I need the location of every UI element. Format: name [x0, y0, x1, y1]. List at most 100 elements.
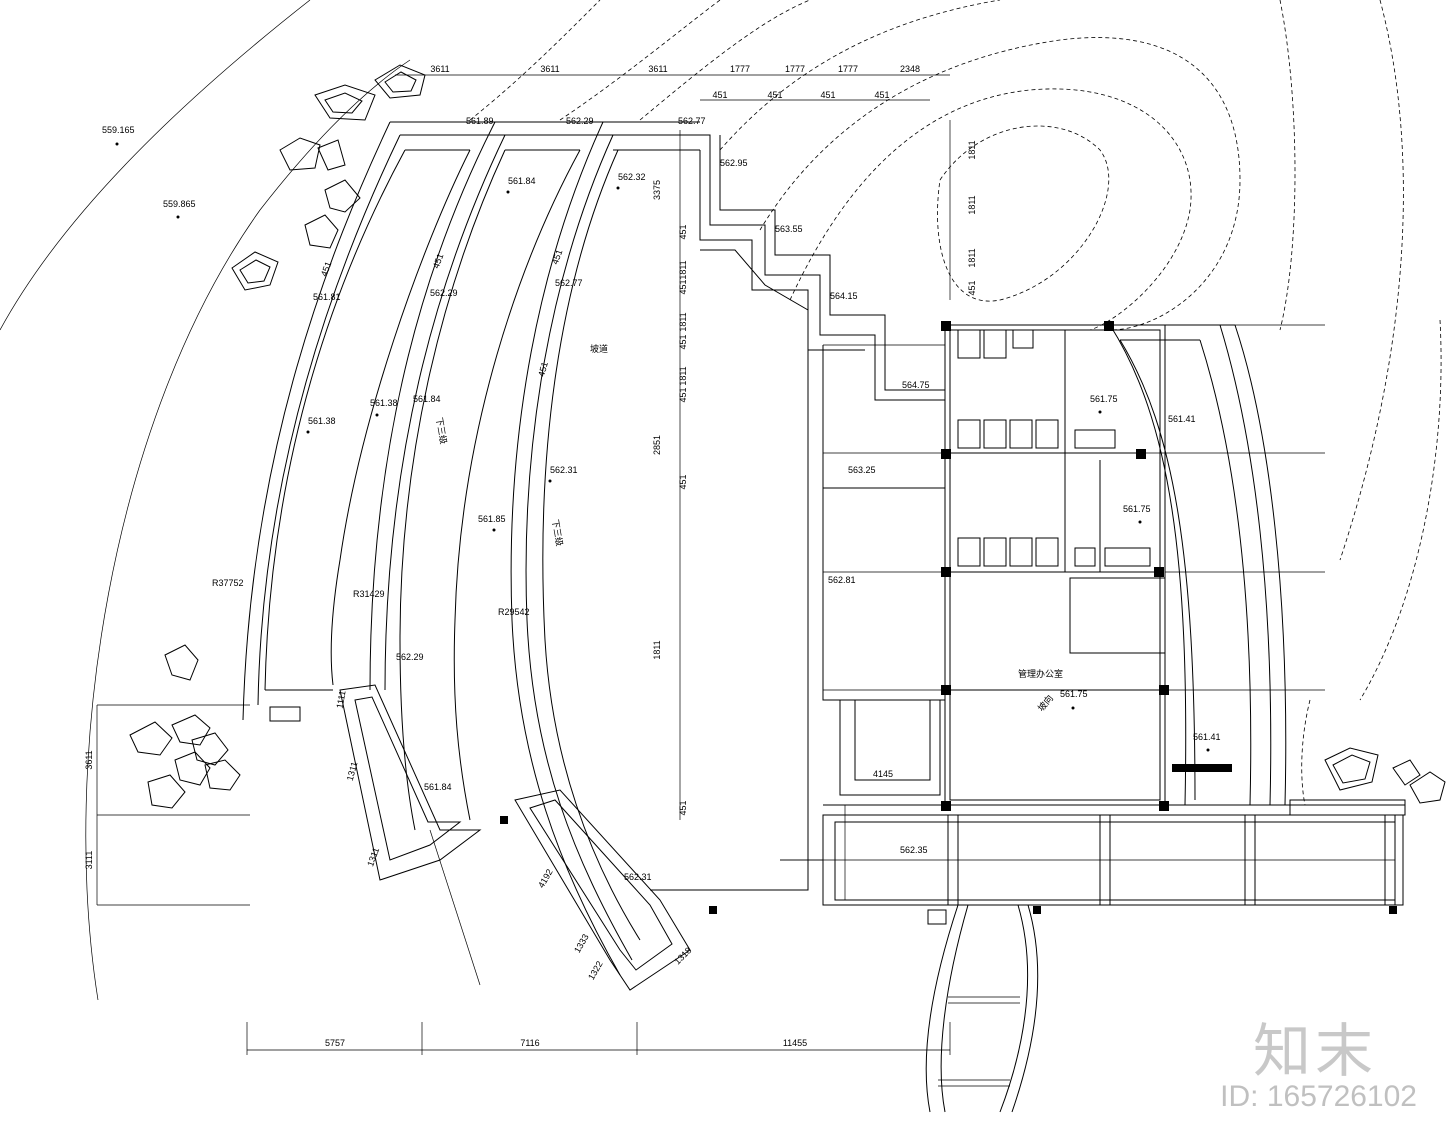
radius-label: R37752 [212, 578, 244, 588]
small-dim: 451 [431, 252, 446, 270]
notes: 管理办公室 坡道 下三级 下三级 坡向 [434, 343, 1063, 713]
slope-note: 坡向 [1035, 692, 1055, 713]
spot-level: 561.38 [370, 398, 398, 408]
bottom-dim-3: 11455 [783, 1038, 807, 1048]
ramp-vdim-10: 451 [678, 474, 688, 489]
contour-level-labels: 559.165 559.865 [102, 125, 196, 209]
dimension-lines [96, 74, 951, 1055]
stair-dim-1: 451 [712, 90, 727, 100]
spot-level: 564.15 [830, 291, 858, 301]
ramp-vdim-6: 451 [678, 334, 688, 349]
spot-level: 562.29 [566, 116, 594, 126]
spot-level: 561.84 [424, 782, 452, 792]
ramp-vdim-9: 2851 [652, 435, 662, 455]
spot-level: 561.41 [1193, 732, 1221, 742]
small-dim: 1311 [345, 761, 360, 782]
spot-level: 561.84 [508, 176, 536, 186]
spot-level: 562.29 [430, 288, 458, 298]
left-vdim-1: 3611 [84, 750, 94, 769]
spot-level: 562.32 [618, 172, 646, 182]
right-canopy [823, 324, 1325, 806]
spot-level: 561.85 [478, 514, 506, 524]
ramp-vdim-12: 451 [678, 800, 688, 815]
spot-level: 562.35 [900, 845, 928, 855]
top-dim-6: 1777 [838, 64, 858, 74]
top-dim-2: 3611 [540, 64, 559, 74]
spot-level: 562.29 [396, 652, 424, 662]
ramp-vdim-2: 451 [678, 224, 688, 239]
radius-label: R31429 [353, 589, 385, 599]
small-dim: 4192 [536, 867, 555, 889]
spot-level: 562.31 [624, 872, 652, 882]
right-vdim-3: 1811 [967, 248, 977, 267]
stair-dim-2: 451 [767, 90, 782, 100]
contour-level-1: 559.165 [102, 125, 135, 135]
left-vdim-2: 3111 [84, 851, 94, 870]
stair-dim-4: 451 [874, 90, 889, 100]
spot-level: 561.84 [413, 394, 441, 404]
right-vdim-1: 1811 [967, 140, 977, 159]
bottom-dim-2: 7116 [520, 1038, 539, 1048]
spot-level: 561.41 [1168, 414, 1196, 424]
bottom-dim-1: 5757 [325, 1038, 345, 1048]
spot-level: 563.25 [848, 465, 876, 475]
spot-level: 563.55 [775, 224, 803, 234]
room-label: 管理办公室 [1018, 668, 1063, 679]
top-dim-3: 3611 [648, 64, 667, 74]
contour-lines [0, 0, 1442, 1001]
ramp-vdim-11: 1811 [652, 640, 662, 659]
top-dim-7: 2348 [900, 64, 920, 74]
spot-level: 562.31 [550, 465, 578, 475]
spot-level: 562.77 [678, 116, 706, 126]
top-dimension-labels: 3611 3611 3611 1777 1777 1777 2348 451 4… [430, 64, 920, 100]
bottom-deck [269, 706, 1406, 925]
ramp-vdim-1: 3375 [652, 180, 662, 200]
curved-path [429, 829, 1039, 1113]
small-dim: 1333 [572, 932, 591, 954]
watermark-id: ID: 165726102 [1220, 1080, 1417, 1113]
small-dim: 451 [536, 361, 550, 378]
spot-level: 564.75 [902, 380, 930, 390]
top-dim-1: 3611 [430, 64, 449, 74]
ramp-vdim-4: 451 [678, 279, 688, 294]
stair-dim-3: 451 [820, 90, 835, 100]
right-vdim-2: 1811 [967, 195, 977, 214]
curved-ramps [242, 121, 700, 991]
ramp-vdim-7: 1811 [678, 366, 688, 385]
small-dim: 1322 [586, 959, 605, 981]
spot-level: 561.75 [1090, 394, 1118, 404]
ramp-note: 下三级 [550, 518, 566, 547]
spot-level: 562.77 [555, 278, 583, 288]
ramp-vdim-5: 1811 [678, 312, 688, 331]
ramp-vertical-dimensions: 3375 451 1811 451 1811 451 1811 451 2851… [652, 180, 688, 816]
watermark-logo: 知末 [1252, 1017, 1377, 1085]
stepped-walls [650, 134, 945, 891]
ramp-label: 坡道 [590, 343, 608, 354]
radius-labels: R37752 R31429 R29542 [212, 578, 530, 617]
boulders [129, 64, 1446, 809]
left-bottom-dimensions: 3611 3111 5757 7116 11455 [84, 750, 807, 1048]
right-vertical-dimensions: 1811 1811 1811 451 [967, 140, 977, 295]
top-dim-5: 1777 [785, 64, 805, 74]
spot-level: 562.81 [828, 575, 856, 585]
building [839, 321, 1232, 811]
ramp-vdim-8: 451 [678, 387, 688, 402]
small-dim: 1111 [335, 690, 348, 709]
spot-level: 561.81 [313, 292, 341, 302]
ramp-note: 下三级 [434, 416, 450, 445]
radius-label: R29542 [498, 607, 530, 617]
spot-level: 562.95 [720, 158, 748, 168]
small-dim: 451 [319, 260, 334, 278]
spot-level: 561.75 [1123, 504, 1151, 514]
level-markers [115, 142, 1210, 752]
small-dim: 1318 [672, 945, 693, 966]
spot-level: 561.38 [308, 416, 336, 426]
small-dim: 4145 [873, 769, 893, 779]
small-dim: 451 [550, 248, 565, 266]
spot-level: 561.89 [466, 116, 494, 126]
spot-levels: 561.89 562.29 562.77 562.95 563.55 564.1… [308, 116, 1221, 882]
ramp-vdim-3: 1811 [678, 260, 688, 279]
right-vdim-4: 451 [967, 280, 977, 295]
small-dim: 1311 [365, 846, 381, 868]
